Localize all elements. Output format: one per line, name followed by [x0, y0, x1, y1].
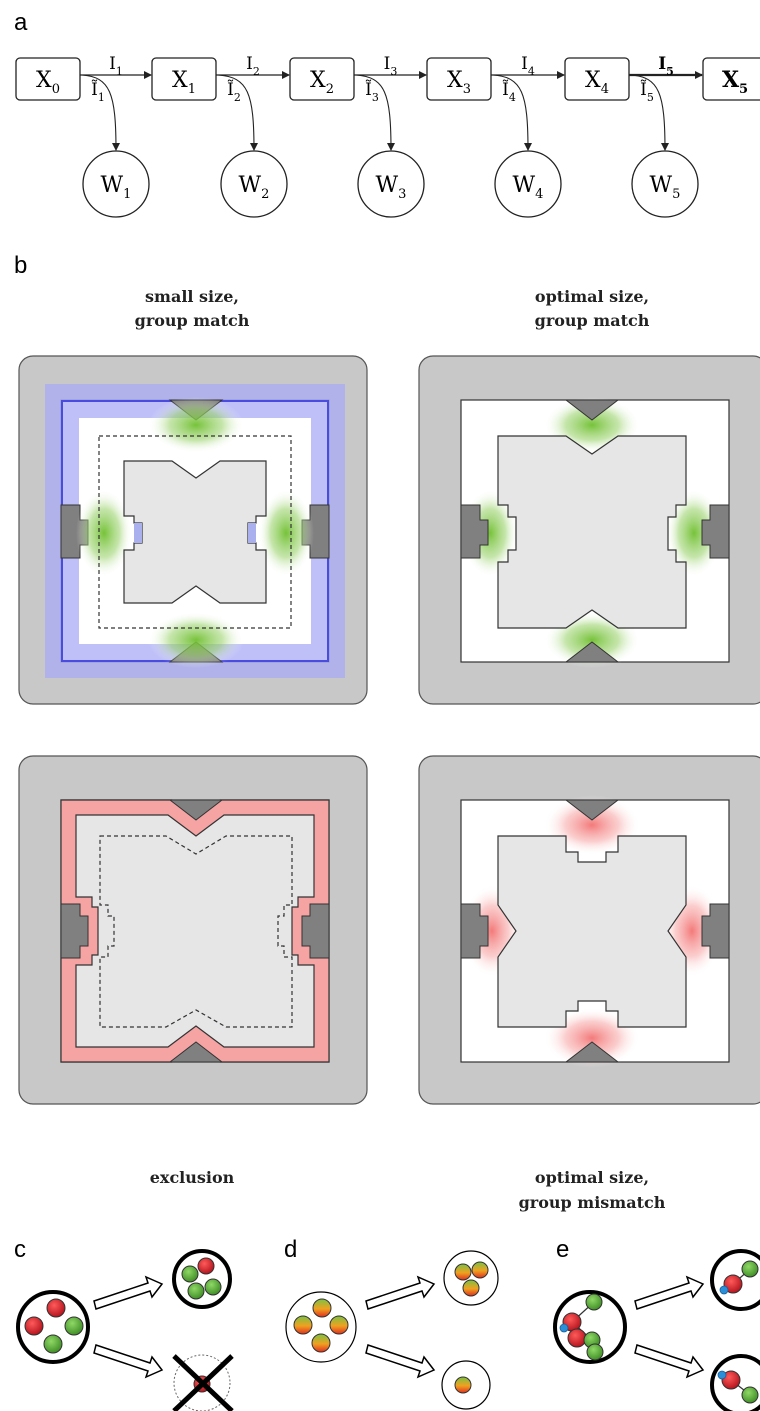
panel-letter-a: a: [14, 9, 28, 36]
panel-letter-b: b: [14, 252, 27, 279]
scenario-optimal-size-group-match: [419, 356, 760, 704]
arrow-icon: [635, 1345, 703, 1377]
panel-c-division-exclusion: [18, 1251, 232, 1411]
waste-arrow: [356, 75, 391, 150]
arrow-icon: [94, 1345, 162, 1377]
scenario-title-1b: group match: [135, 311, 250, 330]
waste-arrow: [82, 75, 116, 150]
scenario-title-4a: optimal size,: [535, 1168, 649, 1187]
scenario-exclusion: [19, 756, 367, 1104]
waste-arrow: [631, 75, 665, 150]
waste-arrow: [493, 75, 528, 150]
arrow-icon: [635, 1277, 703, 1309]
scenario-title-4b: group mismatch: [519, 1193, 666, 1212]
scenario-title-3: exclusion: [150, 1168, 235, 1187]
scenario-small-size-group-match: [19, 356, 367, 704]
panel-letter-e: e: [556, 1236, 569, 1263]
scenario-optimal-size-group-mismatch: [419, 756, 760, 1104]
panel-letter-d: d: [284, 1236, 297, 1263]
panel-letter-c: c: [14, 1236, 26, 1263]
waste-arrow: [218, 75, 254, 150]
panel-d-division: [286, 1251, 498, 1409]
tilde-input-label: Ĩ3: [365, 79, 379, 104]
tilde-input-label: Ĩ2: [227, 79, 241, 104]
arrow-icon: [94, 1277, 162, 1309]
panel-e-division: [555, 1251, 760, 1411]
scenario-title-2b: group match: [535, 311, 650, 330]
scenario-title-1a: small size,: [145, 287, 239, 306]
daughter-cell: [444, 1251, 498, 1305]
scenario-title-2a: optimal size,: [535, 287, 649, 306]
arrow-icon: [366, 1345, 434, 1377]
tilde-input-label: Ĩ4: [502, 79, 516, 104]
arrow-icon: [366, 1277, 434, 1309]
